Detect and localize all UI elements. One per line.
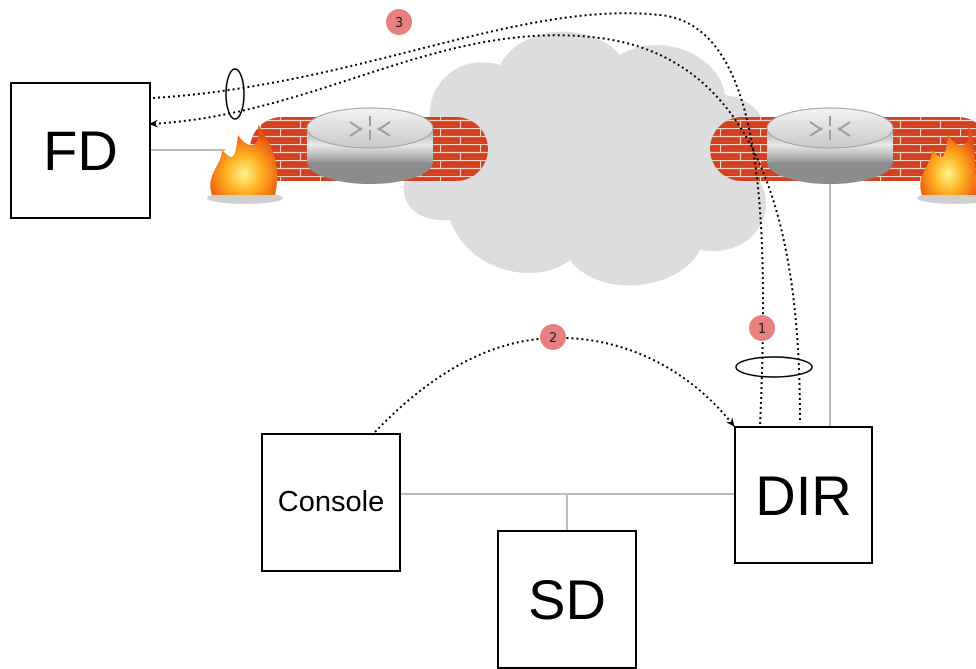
dir-label: DIR <box>755 463 852 527</box>
curve-3-outer <box>152 12 765 427</box>
sd-node: SD <box>497 530 637 669</box>
router-icon <box>306 107 434 184</box>
fd-label: FD <box>43 119 118 182</box>
curve-3-inner <box>149 34 801 421</box>
marker-1: 1 <box>749 315 775 341</box>
console-node: Console <box>261 433 401 572</box>
curve-2 <box>374 336 735 433</box>
router-icon <box>766 107 894 184</box>
cloud-icon <box>403 31 768 286</box>
marker-1-label: 1 <box>758 322 766 337</box>
fd-node: FD <box>10 82 151 219</box>
fire-icon <box>917 125 976 204</box>
marker-3-label: 3 <box>395 16 403 31</box>
fire-icon <box>207 125 283 204</box>
console-label: Console <box>277 486 385 518</box>
marker-3: 3 <box>386 9 412 35</box>
marker-2-label: 2 <box>549 331 557 346</box>
marker-2: 2 <box>540 324 566 350</box>
dir-node: DIR <box>734 426 873 564</box>
sd-label: SD <box>528 568 606 631</box>
bundle-ellipse-dir <box>735 356 813 378</box>
bundle-ellipse-fd <box>225 68 245 120</box>
network-links <box>151 149 831 530</box>
